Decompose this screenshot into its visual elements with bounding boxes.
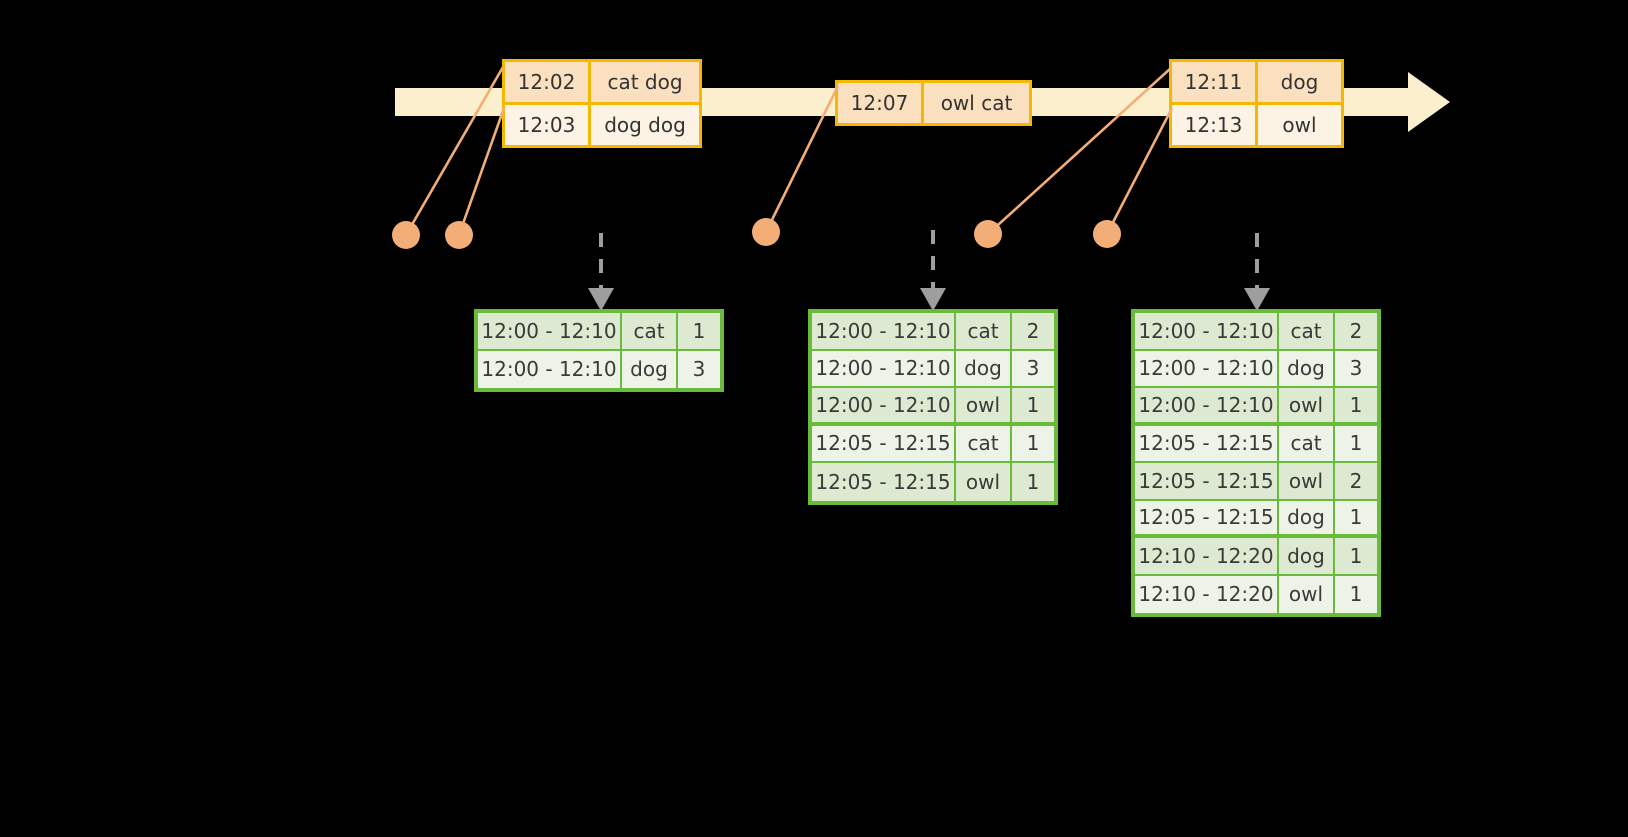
event-row: 12:03 dog dog — [505, 102, 699, 145]
event-time: 12:11 — [1172, 62, 1258, 102]
event-dot-1[interactable] — [392, 221, 420, 249]
cell-word: cat — [956, 313, 1012, 349]
event-row: 12:11 dog — [1172, 62, 1341, 102]
cell-window: 12:00 - 12:10 — [812, 350, 956, 386]
event-time: 12:02 — [505, 62, 591, 102]
event-box-group-2[interactable]: 12:07 owl cat — [835, 80, 1032, 126]
cell-window: 12:00 - 12:10 — [1135, 313, 1279, 349]
cell-word: owl — [956, 463, 1012, 501]
cell-word: cat — [1279, 313, 1335, 349]
cell-count: 1 — [1335, 538, 1377, 574]
event-box-group-3[interactable]: 12:11 dog 12:13 owl — [1169, 59, 1344, 148]
emit-arrow-2-head — [920, 288, 946, 311]
cell-count: 1 — [1335, 425, 1377, 461]
event-time: 12:13 — [1172, 105, 1258, 145]
cell-window: 12:00 - 12:10 — [478, 313, 622, 349]
cell-window: 12:10 - 12:20 — [1135, 575, 1279, 613]
emit-arrow-3-head — [1244, 288, 1270, 311]
cell-word: cat — [1279, 425, 1335, 461]
cell-word: dog — [956, 350, 1012, 386]
cell-window: 12:05 - 12:15 — [1135, 463, 1279, 499]
event-dot-3[interactable] — [752, 218, 780, 246]
cell-word: owl — [956, 388, 1012, 422]
event-box-group-1[interactable]: 12:02 cat dog 12:03 dog dog — [502, 59, 702, 148]
cell-count: 2 — [1335, 463, 1377, 499]
cell-window: 12:00 - 12:10 — [1135, 350, 1279, 386]
cell-count: 1 — [1335, 388, 1377, 422]
cell-word: dog — [1279, 538, 1335, 574]
event-row: 12:02 cat dog — [505, 62, 699, 102]
event-time: 12:07 — [838, 83, 924, 123]
event-words: cat dog — [591, 62, 699, 102]
cell-window: 12:10 - 12:20 — [1135, 538, 1279, 574]
event-dot-4[interactable] — [974, 220, 1002, 248]
event-dots — [392, 218, 1121, 249]
event-stream-arrowhead — [1408, 72, 1450, 132]
cell-count: 1 — [678, 313, 720, 349]
cell-count: 3 — [678, 350, 720, 388]
event-words: owl — [1258, 105, 1341, 145]
cell-word: dog — [1279, 500, 1335, 534]
cell-count: 3 — [1012, 350, 1054, 386]
cell-window: 12:05 - 12:15 — [1135, 425, 1279, 461]
cell-word: dog — [622, 350, 678, 388]
connector-line-5 — [1105, 107, 1174, 235]
event-words: dog — [1258, 62, 1341, 102]
cell-word: owl — [1279, 388, 1335, 422]
event-dot-2[interactable] — [445, 221, 473, 249]
event-dot-5[interactable] — [1093, 220, 1121, 248]
cell-word: owl — [1279, 463, 1335, 499]
event-words: dog dog — [591, 105, 699, 145]
emit-arrow-1-head — [588, 288, 614, 311]
cell-count: 2 — [1012, 313, 1054, 349]
cell-count: 3 — [1335, 350, 1377, 386]
connector-line-2 — [457, 107, 506, 236]
cell-window: 12:00 - 12:10 — [812, 388, 956, 422]
event-row: 12:07 owl cat — [838, 83, 1029, 123]
event-row: 12:13 owl — [1172, 102, 1341, 145]
cell-word: cat — [956, 425, 1012, 461]
event-words: owl cat — [924, 83, 1029, 123]
cell-word: owl — [1279, 575, 1335, 613]
emit-arrows — [588, 230, 1270, 311]
cell-window: 12:05 - 12:15 — [812, 463, 956, 501]
cell-window: 12:05 - 12:15 — [812, 425, 956, 461]
cell-count: 2 — [1335, 313, 1377, 349]
cell-count: 1 — [1012, 463, 1054, 501]
cell-window: 12:05 - 12:15 — [1135, 500, 1279, 534]
cell-word: cat — [622, 313, 678, 349]
cell-count: 1 — [1012, 425, 1054, 461]
cell-count: 1 — [1335, 575, 1377, 613]
event-time: 12:03 — [505, 105, 591, 145]
cell-window: 12:00 - 12:10 — [478, 350, 622, 388]
cell-window: 12:00 - 12:10 — [1135, 388, 1279, 422]
cell-window: 12:00 - 12:10 — [812, 313, 956, 349]
cell-word: dog — [1279, 350, 1335, 386]
cell-count: 1 — [1012, 388, 1054, 422]
cell-count: 1 — [1335, 500, 1377, 534]
